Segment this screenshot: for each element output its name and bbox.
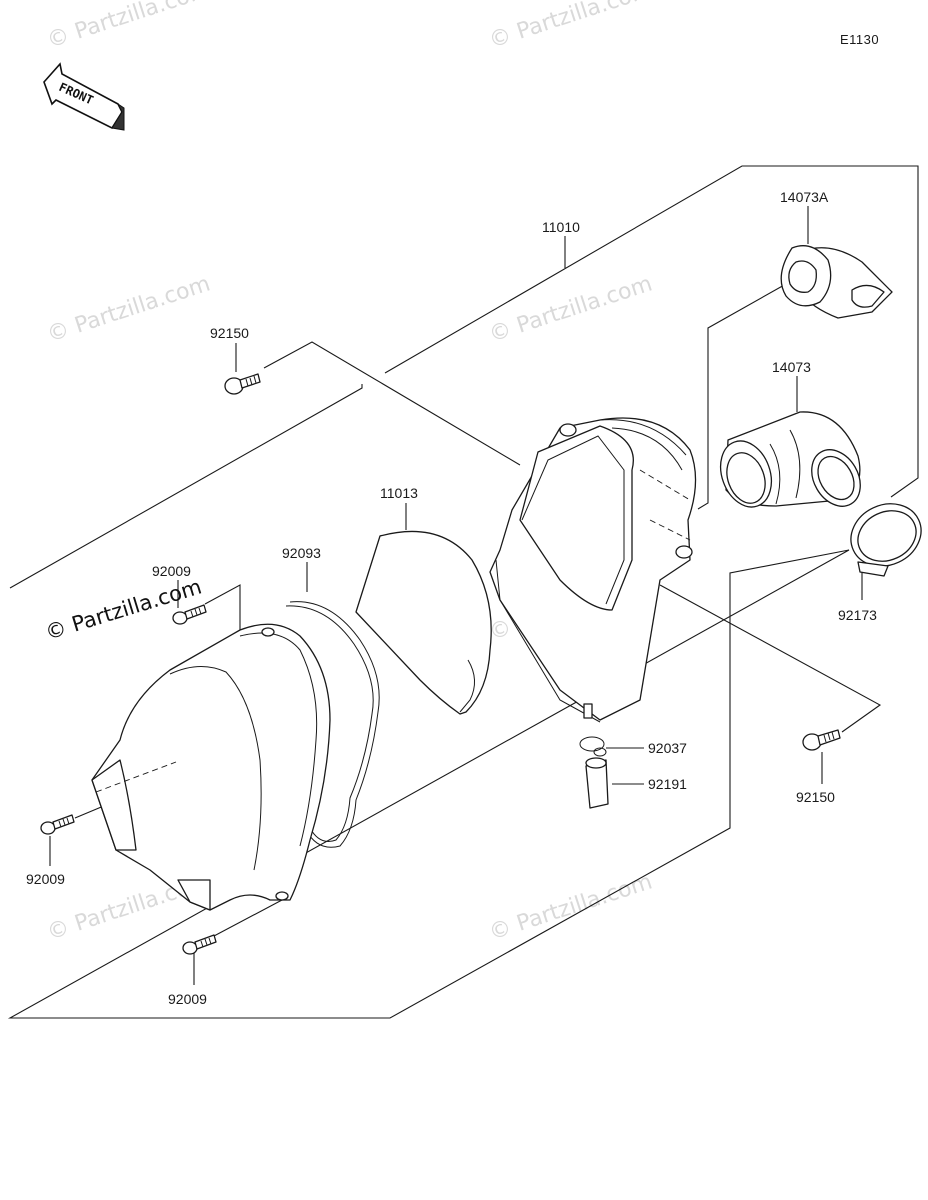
element-11013 [355, 530, 492, 715]
screw-92009-left-icon [40, 814, 75, 835]
diagram-code: E1130 [840, 32, 879, 47]
watermark-2: © Partzilla.com [486, 0, 655, 54]
leader-92150-right [659, 584, 882, 784]
clamp-92173 [850, 503, 922, 577]
label-92009-top[interactable]: 92009 [152, 563, 191, 579]
label-92093[interactable]: 92093 [282, 545, 321, 561]
leader-92009-bottom [193, 899, 283, 985]
label-92150-top[interactable]: 92150 [210, 325, 249, 341]
label-92173[interactable]: 92173 [838, 607, 877, 623]
front-arrow-icon: FRONT [43, 62, 125, 131]
watermark-4: © Partzilla.com [486, 271, 655, 347]
label-14073a[interactable]: 14073A [780, 189, 829, 205]
gasket-92093 [285, 601, 380, 848]
watermark-1: © Partzilla.com [44, 0, 213, 54]
label-92009-left[interactable]: 92009 [26, 871, 65, 887]
watermark-strong: © Partzilla.com [42, 574, 204, 644]
drain-cap-92191-icon [585, 757, 609, 809]
watermark-7: © Partzilla.com [486, 869, 655, 945]
bolt-92150-right-icon [802, 729, 841, 751]
duct-upper-14073a [780, 245, 893, 319]
label-92009-bottom[interactable]: 92009 [168, 991, 207, 1007]
bolt-92150-top-icon [224, 373, 261, 395]
watermark-3: © Partzilla.com [44, 271, 213, 347]
leader-92150-top [235, 341, 521, 466]
screw-92009-bottom-icon [182, 934, 217, 955]
air-cleaner-housing-11010 [489, 417, 697, 723]
leader-14073a-link [697, 283, 787, 510]
clip-92037-icon [579, 736, 607, 757]
air-cleaner-cover [91, 623, 331, 911]
label-92037[interactable]: 92037 [648, 740, 687, 756]
label-11013[interactable]: 11013 [380, 485, 418, 501]
label-92191[interactable]: 92191 [648, 776, 687, 792]
label-92150-right[interactable]: 92150 [796, 789, 835, 805]
label-14073[interactable]: 14073 [772, 359, 811, 375]
screw-92009-top-icon [172, 604, 207, 625]
group-outline [7, 165, 919, 1019]
label-11010[interactable]: 11010 [542, 219, 580, 235]
duct-lower-14073 [719, 411, 861, 508]
